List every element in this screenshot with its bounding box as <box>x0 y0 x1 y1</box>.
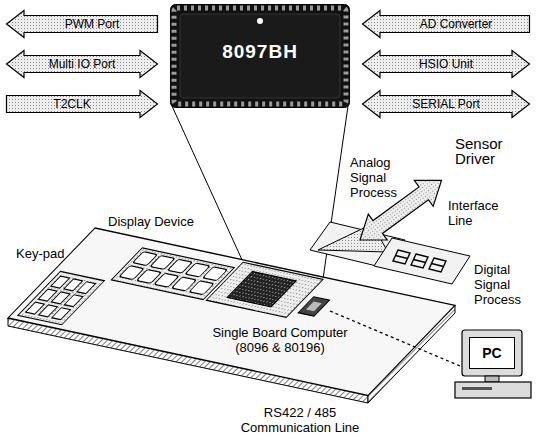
part-label: RS422 / 485 Communication Line <box>235 405 365 435</box>
port-arrow: T2CLK <box>6 90 158 118</box>
part-label: Analog Signal Process <box>350 155 402 200</box>
port-label: HSIO Unit <box>419 57 473 71</box>
port-label: T2CLK <box>53 97 90 111</box>
display-cells <box>119 252 227 295</box>
port-arrow: AD Converter <box>362 10 530 38</box>
board-chip <box>227 271 296 306</box>
leader-line <box>172 106 243 262</box>
port-arrow: HSIO Unit <box>362 50 530 78</box>
pc-monitor <box>462 330 522 376</box>
part-label: Display Device <box>108 214 228 229</box>
digital-board <box>374 238 470 284</box>
pc-label: PC <box>482 345 501 361</box>
port-label: AD Converter <box>420 17 493 31</box>
part-label: Sensor Driver <box>455 136 530 166</box>
pc-base <box>455 382 531 398</box>
microcontroller-chip: 8097BH <box>170 4 350 108</box>
chip-label: 8097BH <box>222 41 298 63</box>
communication-line <box>330 311 460 366</box>
port-arrow: SERIAL Port <box>362 90 530 118</box>
keypad-keys <box>26 276 96 320</box>
part-label: Key-pad <box>16 246 86 261</box>
part-label: Interface Line <box>448 198 520 228</box>
port-arrow: Multi IO Port <box>6 50 158 78</box>
part-label: Digital Signal Process <box>474 262 534 307</box>
port-label: PWM Port <box>65 17 120 31</box>
connector-pins <box>306 302 322 312</box>
pc-stand <box>485 376 499 382</box>
connector <box>298 297 329 316</box>
port-label: Multi IO Port <box>49 57 116 71</box>
port-arrow: PWM Port <box>6 10 158 38</box>
pc-screen: PC <box>469 337 515 369</box>
pc-drive <box>462 387 492 390</box>
keypad <box>18 271 105 324</box>
port-label: SERIAL Port <box>412 97 480 111</box>
part-label: Single Board Computer (8096 & 80196) <box>205 325 355 355</box>
seven-segment <box>393 250 446 272</box>
